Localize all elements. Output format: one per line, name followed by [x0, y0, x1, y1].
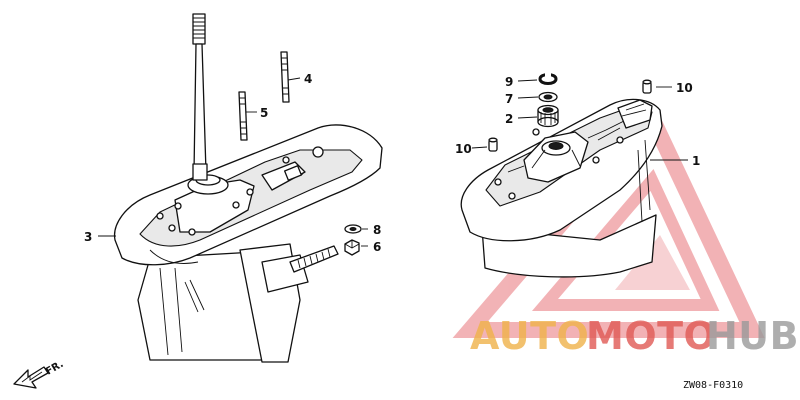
- stud-bolt-4: [280, 51, 301, 103]
- drawing-code: ZW08-F0310: [683, 380, 743, 391]
- front-direction-arrow-icon: [13, 366, 49, 389]
- callout-1: 1: [692, 154, 700, 168]
- dowel-pin-10-lower: [471, 137, 498, 152]
- direction-label: FR.: [44, 359, 66, 378]
- callout-10-left: 10: [455, 142, 472, 156]
- drive-shaft: [192, 13, 208, 181]
- watermark-part-2: MOTO: [586, 314, 716, 358]
- dowel-pin-10-upper: [642, 79, 672, 94]
- callout-labels: 1 2 3 4 5 6 7 8 9 10 10: [84, 72, 700, 254]
- needle-bearing-2: [517, 104, 559, 128]
- washer-8: [344, 224, 368, 234]
- watermark-part-3: HUB: [706, 314, 799, 358]
- watermark-part-1: AUTO: [470, 314, 589, 358]
- deck-bolts: [156, 146, 324, 236]
- callout-8: 8: [373, 223, 381, 237]
- watermark-text: AUTO MOTO HUB: [470, 314, 799, 358]
- callout-5: 5: [260, 106, 268, 120]
- gear-case-assembly: [113, 124, 383, 363]
- callout-9: 9: [505, 75, 513, 89]
- circlip-9: [517, 73, 558, 85]
- nut-6: [344, 239, 368, 256]
- extension-case-assembly: [460, 98, 663, 278]
- callout-3: 3: [84, 230, 92, 244]
- callout-10-right: 10: [676, 81, 693, 95]
- washer-7: [517, 91, 558, 103]
- callout-7: 7: [505, 92, 513, 106]
- callout-6: 6: [373, 240, 381, 254]
- callout-2: 2: [505, 112, 513, 126]
- propeller-shaft: [289, 245, 339, 273]
- stud-bolt-5: [238, 91, 257, 141]
- callout-4: 4: [304, 72, 312, 86]
